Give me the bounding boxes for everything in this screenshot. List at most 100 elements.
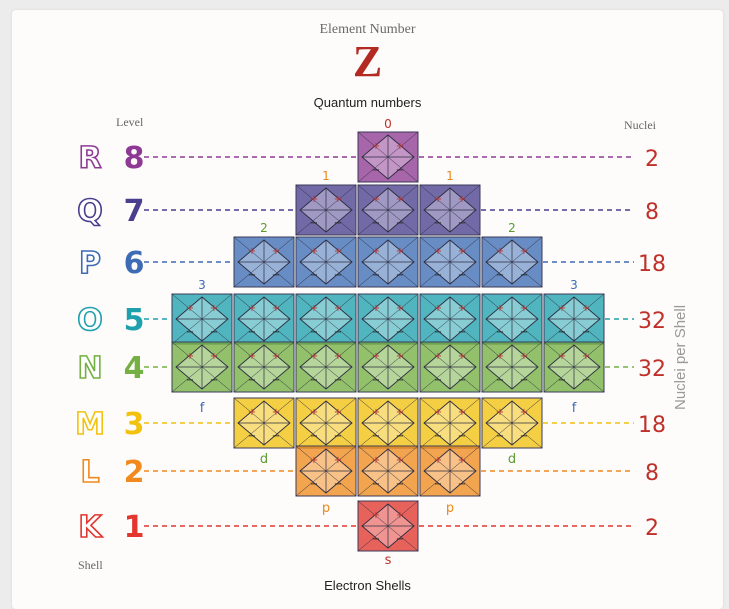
orbital-cell: ++−−: [234, 342, 294, 392]
svg-text:+: +: [520, 303, 528, 314]
svg-text:+: +: [310, 455, 318, 466]
svg-text:+: +: [582, 351, 590, 362]
svg-text:−: −: [272, 270, 280, 281]
svg-text:−: −: [310, 375, 318, 386]
svg-text:−: −: [558, 375, 566, 386]
svg-text:+: +: [272, 303, 280, 314]
nuclei-count: 2: [645, 516, 659, 541]
svg-text:−: −: [248, 270, 256, 281]
svg-text:−: −: [396, 270, 404, 281]
svg-text:−: −: [458, 375, 466, 386]
level-number: 4: [124, 351, 145, 386]
svg-text:−: −: [396, 431, 404, 442]
orbital-letter: d: [260, 452, 268, 467]
svg-text:+: +: [496, 303, 504, 314]
shell-letter: P: [79, 246, 101, 281]
shell-letter: O: [77, 303, 103, 338]
orbital-cell: ++−−: [296, 237, 356, 287]
svg-text:−: −: [520, 327, 528, 338]
svg-text:+: +: [334, 303, 342, 314]
svg-text:−: −: [210, 327, 218, 338]
quantum-number-label: 3: [570, 278, 578, 292]
orbital-cell: ++−−: [482, 398, 542, 448]
orbital-cell: ++−−: [420, 342, 480, 392]
orbital-cell: ++−−: [172, 294, 232, 344]
quantum-number-label: 1: [446, 169, 454, 183]
svg-text:−: −: [334, 270, 342, 281]
quantum-number-label: 3: [198, 278, 206, 292]
svg-text:−: −: [458, 270, 466, 281]
svg-text:+: +: [334, 246, 342, 257]
svg-text:−: −: [272, 375, 280, 386]
svg-text:+: +: [396, 194, 404, 205]
orbital-cell: ++−−: [234, 294, 294, 344]
svg-text:−: −: [272, 431, 280, 442]
svg-text:+: +: [186, 303, 194, 314]
svg-text:−: −: [496, 431, 504, 442]
svg-text:−: −: [434, 375, 442, 386]
svg-text:−: −: [582, 327, 590, 338]
svg-text:+: +: [310, 303, 318, 314]
svg-text:−: −: [496, 375, 504, 386]
svg-text:−: −: [310, 327, 318, 338]
svg-text:+: +: [396, 510, 404, 521]
svg-text:+: +: [248, 246, 256, 257]
quantum-number-label: 2: [508, 221, 516, 235]
svg-text:+: +: [248, 351, 256, 362]
orbital-cell: + + − −: [482, 237, 542, 287]
svg-text:+: +: [558, 303, 566, 314]
svg-text:−: −: [372, 218, 380, 229]
level-number: 6: [124, 246, 145, 281]
svg-text:−: −: [372, 375, 380, 386]
svg-text:−: −: [496, 270, 504, 281]
svg-text:+: +: [372, 303, 380, 314]
svg-text:+: +: [434, 246, 442, 257]
orbital-cell: ++−−: [420, 446, 480, 496]
svg-text:−: −: [334, 327, 342, 338]
orbital-cell: ++−−: [482, 342, 542, 392]
svg-text:+: +: [334, 407, 342, 418]
nuclei-count: 18: [638, 413, 666, 438]
orbital-letter: p: [446, 501, 454, 516]
orbital-cell: ++−−: [172, 342, 232, 392]
svg-text:+: +: [310, 407, 318, 418]
nuclei-count: 32: [638, 309, 666, 334]
svg-text:−: −: [334, 479, 342, 490]
svg-text:−: −: [520, 375, 528, 386]
orbital-cell: + + − −: [482, 294, 542, 344]
svg-text:+: +: [496, 246, 504, 257]
svg-text:+: +: [582, 303, 590, 314]
orbital-cell: ++−−: [420, 185, 480, 235]
svg-text:−: −: [334, 218, 342, 229]
shell-letter: Q: [77, 194, 103, 229]
svg-text:+: +: [558, 351, 566, 362]
svg-text:−: −: [434, 218, 442, 229]
svg-text:−: −: [372, 534, 380, 545]
svg-text:−: −: [210, 375, 218, 386]
orbital-letter: d: [508, 452, 516, 467]
svg-text:−: −: [248, 431, 256, 442]
svg-text:−: −: [396, 327, 404, 338]
svg-text:+: +: [458, 351, 466, 362]
svg-text:−: −: [248, 375, 256, 386]
orbital-cell: ++−−: [358, 398, 418, 448]
svg-text:−: −: [496, 327, 504, 338]
orbital-letter: s: [385, 553, 392, 568]
shell-letter: L: [80, 455, 99, 490]
orbital-cell: ++−−: [296, 398, 356, 448]
svg-text:+: +: [496, 407, 504, 418]
svg-text:−: −: [458, 479, 466, 490]
svg-text:+: +: [458, 407, 466, 418]
quantum-number-label: 2: [260, 221, 268, 235]
svg-text:−: −: [558, 327, 566, 338]
svg-text:+: +: [520, 246, 528, 257]
svg-text:+: +: [334, 194, 342, 205]
svg-text:+: +: [372, 351, 380, 362]
svg-text:−: −: [520, 270, 528, 281]
svg-text:+: +: [372, 141, 380, 152]
svg-text:−: −: [396, 479, 404, 490]
orbital-letter: p: [322, 501, 330, 516]
svg-text:−: −: [310, 270, 318, 281]
level-number: 3: [124, 407, 145, 442]
